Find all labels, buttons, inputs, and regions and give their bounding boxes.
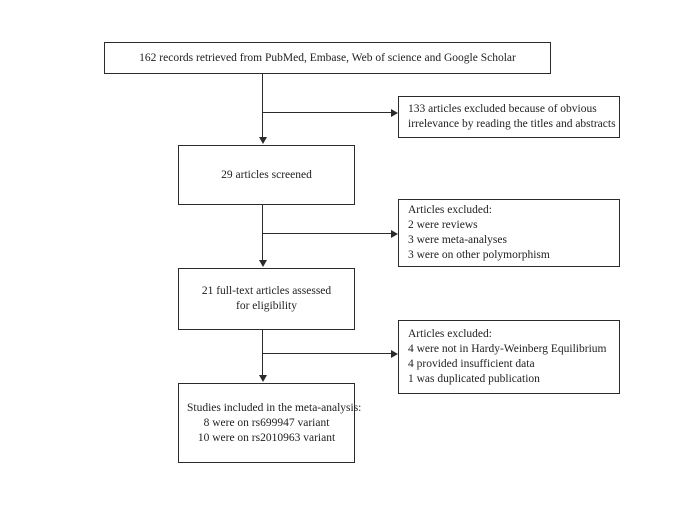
arrowhead-down-to-fulltext	[259, 260, 267, 267]
arrowhead-right-to-excluded-fulltext	[391, 350, 398, 358]
arrowhead-down-to-included	[259, 375, 267, 382]
node-excluded-fulltext-line-1: Articles excluded:	[408, 328, 492, 340]
connector-records-to-screened	[262, 74, 263, 138]
node-articles-screened: 29 articles screened	[178, 145, 355, 205]
node-excluded-fulltext-line-4: 1 was duplicated publication	[408, 373, 540, 385]
node-records-retrieved: 162 records retrieved from PubMed, Embas…	[104, 42, 551, 74]
node-excluded-fulltext-line-2: 4 were not in Hardy-Weinberg Equilibrium	[408, 343, 607, 355]
connector-branch-to-excluded-fulltext	[262, 353, 391, 354]
node-fulltext-assessed: 21 full-text articles assessed for eligi…	[178, 268, 355, 330]
node-excluded-eligibility-line-4: 3 were on other polymorphism	[408, 249, 550, 261]
arrowhead-right-to-excluded-screening	[391, 109, 398, 117]
node-excluded-eligibility-line-3: 3 were meta-analyses	[408, 234, 507, 246]
node-articles-screened-line-1: 29 articles screened	[221, 168, 312, 181]
node-excluded-screening-line-1: 133 articles excluded because of obvious	[408, 103, 597, 115]
node-studies-included-line-3: 10 were on rs2010963 variant	[197, 431, 336, 444]
node-excluded-fulltext: Articles excluded: 4 were not in Hardy-W…	[398, 320, 620, 394]
node-excluded-eligibility: Articles excluded: 2 were reviews 3 were…	[398, 199, 620, 267]
node-fulltext-assessed-line-1: 21 full-text articles assessed	[201, 285, 332, 297]
node-excluded-fulltext-line-3: 4 provided insufficient data	[408, 358, 535, 370]
node-excluded-screening: 133 articles excluded because of obvious…	[398, 96, 620, 138]
connector-branch-to-excluded-eligibility	[262, 233, 391, 234]
node-excluded-eligibility-line-2: 2 were reviews	[408, 219, 478, 231]
node-studies-included: Studies included in the meta-analysis: 8…	[178, 383, 362, 463]
node-studies-included-line-1: Studies included in the meta-analysis:	[187, 401, 362, 414]
arrowhead-right-to-excluded-eligibility	[391, 230, 398, 238]
node-fulltext-assessed-line-2: for eligibility	[235, 300, 297, 312]
node-excluded-screening-line-2: irrelevance by reading the titles and ab…	[408, 118, 616, 130]
node-records-retrieved-line-1: 162 records retrieved from PubMed, Embas…	[139, 51, 516, 64]
node-excluded-eligibility-line-1: Articles excluded:	[408, 204, 492, 216]
connector-branch-to-excluded-screening	[262, 112, 391, 113]
arrowhead-down-to-screened	[259, 137, 267, 144]
node-studies-included-line-2: 8 were on rs699947 variant	[203, 416, 330, 429]
